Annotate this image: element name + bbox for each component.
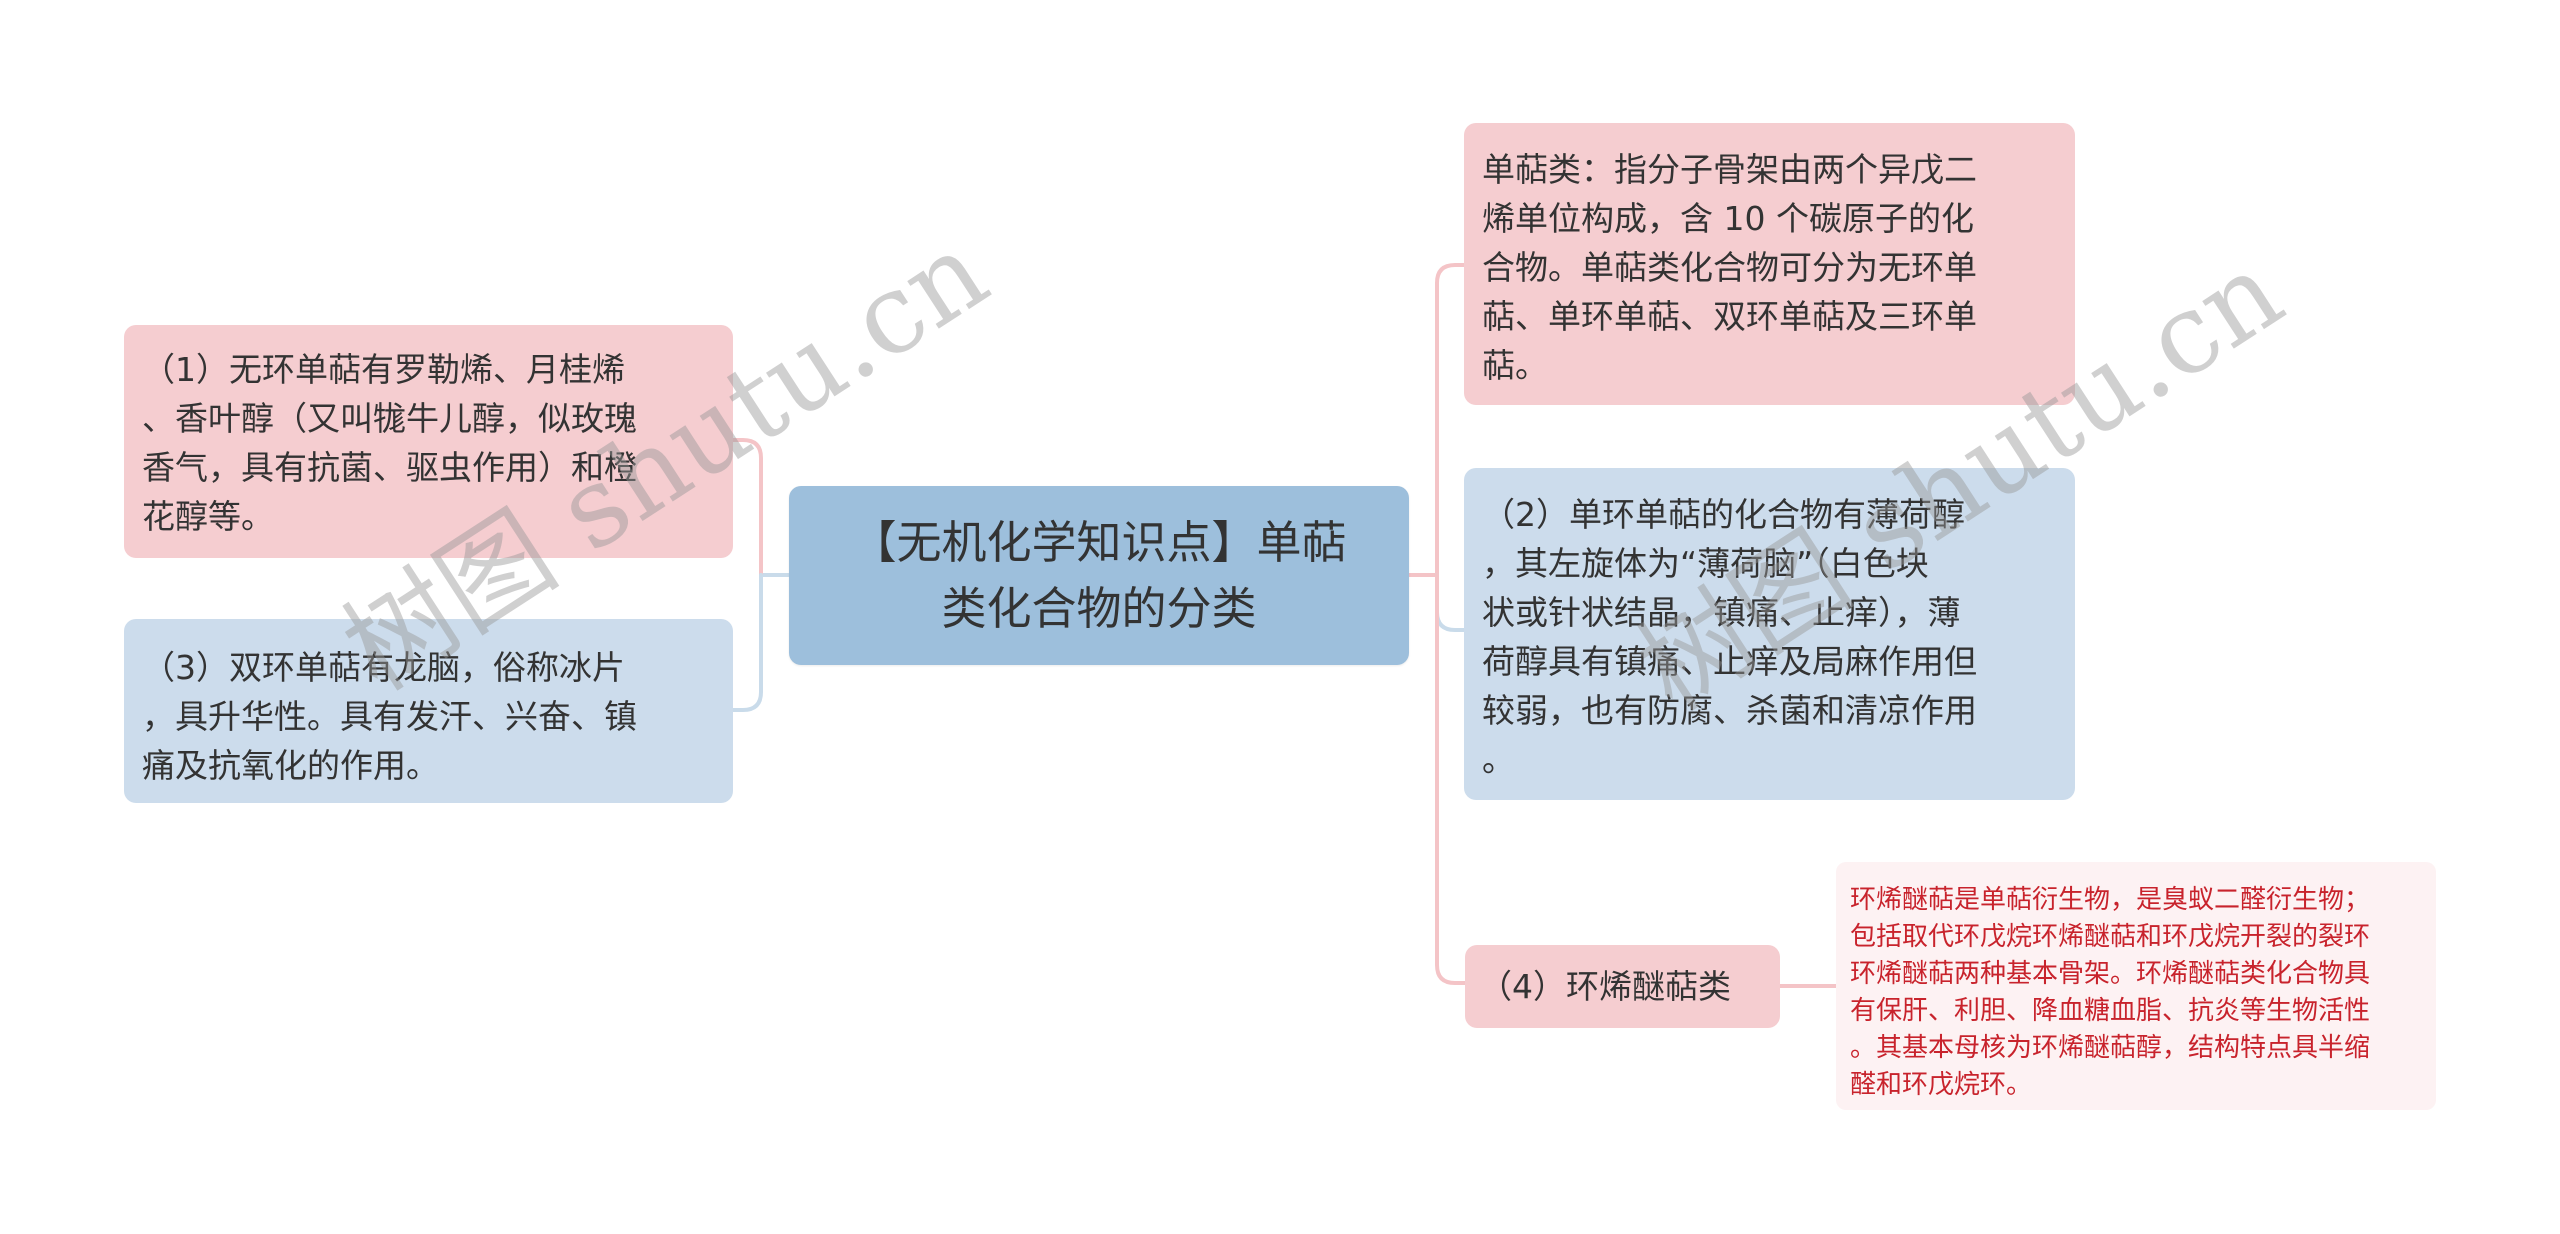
topic-monoterpene-definition[interactable]: 单萜类：指分子骨架由两个异戊二 烯单位构成，含 10 个碳原子的化 合物。单萜类… xyxy=(1464,123,2075,405)
link-to-definition xyxy=(1435,263,1466,577)
note-iridoids[interactable]: 环烯醚萜是单萜衍生物，是臭蚁二醛衍生物； 包括取代环戊烷环烯醚萜和环戊烷开裂的裂… xyxy=(1836,862,2436,1110)
topic-label: （4）环烯醚萜类 xyxy=(1479,967,1731,1006)
root-topic[interactable]: 【无机化学知识点】单萜 类化合物的分类 xyxy=(789,486,1409,665)
link-to-node-1 xyxy=(731,438,763,577)
link-to-node-2 xyxy=(1435,573,1466,632)
link-to-node-4 xyxy=(1435,573,1467,985)
topic-label: 单萜类：指分子骨架由两个异戊二 烯单位构成，含 10 个碳原子的化 合物。单萜类… xyxy=(1482,150,1977,385)
topic-label: （2）单环单萜的化合物有薄荷醇 ，其左旋体为“薄荷脑”（白色块 状或针状结晶，镇… xyxy=(1482,495,1977,779)
topic-label: （3）双环单萜有龙脑，俗称冰片 ，具升华性。具有发汗、兴奋、镇 痛及抗氧化的作用… xyxy=(142,648,637,785)
topic-acyclic-monoterpenes[interactable]: （1）无环单萜有罗勒烯、月桂烯 、香叶醇（又叫牻牛儿醇，似玫瑰 香气，具有抗菌、… xyxy=(124,325,733,558)
topic-monocyclic-monoterpenes[interactable]: （2）单环单萜的化合物有薄荷醇 ，其左旋体为“薄荷脑”（白色块 状或针状结晶，镇… xyxy=(1464,468,2075,800)
topic-label: （1）无环单萜有罗勒烯、月桂烯 、香叶醇（又叫牻牛儿醇，似玫瑰 香气，具有抗菌、… xyxy=(142,350,637,536)
topic-bicyclic-monoterpenes[interactable]: （3）双环单萜有龙脑，俗称冰片 ，具升华性。具有发汗、兴奋、镇 痛及抗氧化的作用… xyxy=(124,619,733,803)
note-label: 环烯醚萜是单萜衍生物，是臭蚁二醛衍生物； 包括取代环戊烷环烯醚萜和环戊烷开裂的裂… xyxy=(1850,885,2371,1100)
root-topic-label: 【无机化学知识点】单萜 类化合物的分类 xyxy=(851,515,1347,635)
link-to-node-3 xyxy=(731,573,763,712)
topic-iridoids[interactable]: （4）环烯醚萜类 xyxy=(1465,945,1780,1028)
